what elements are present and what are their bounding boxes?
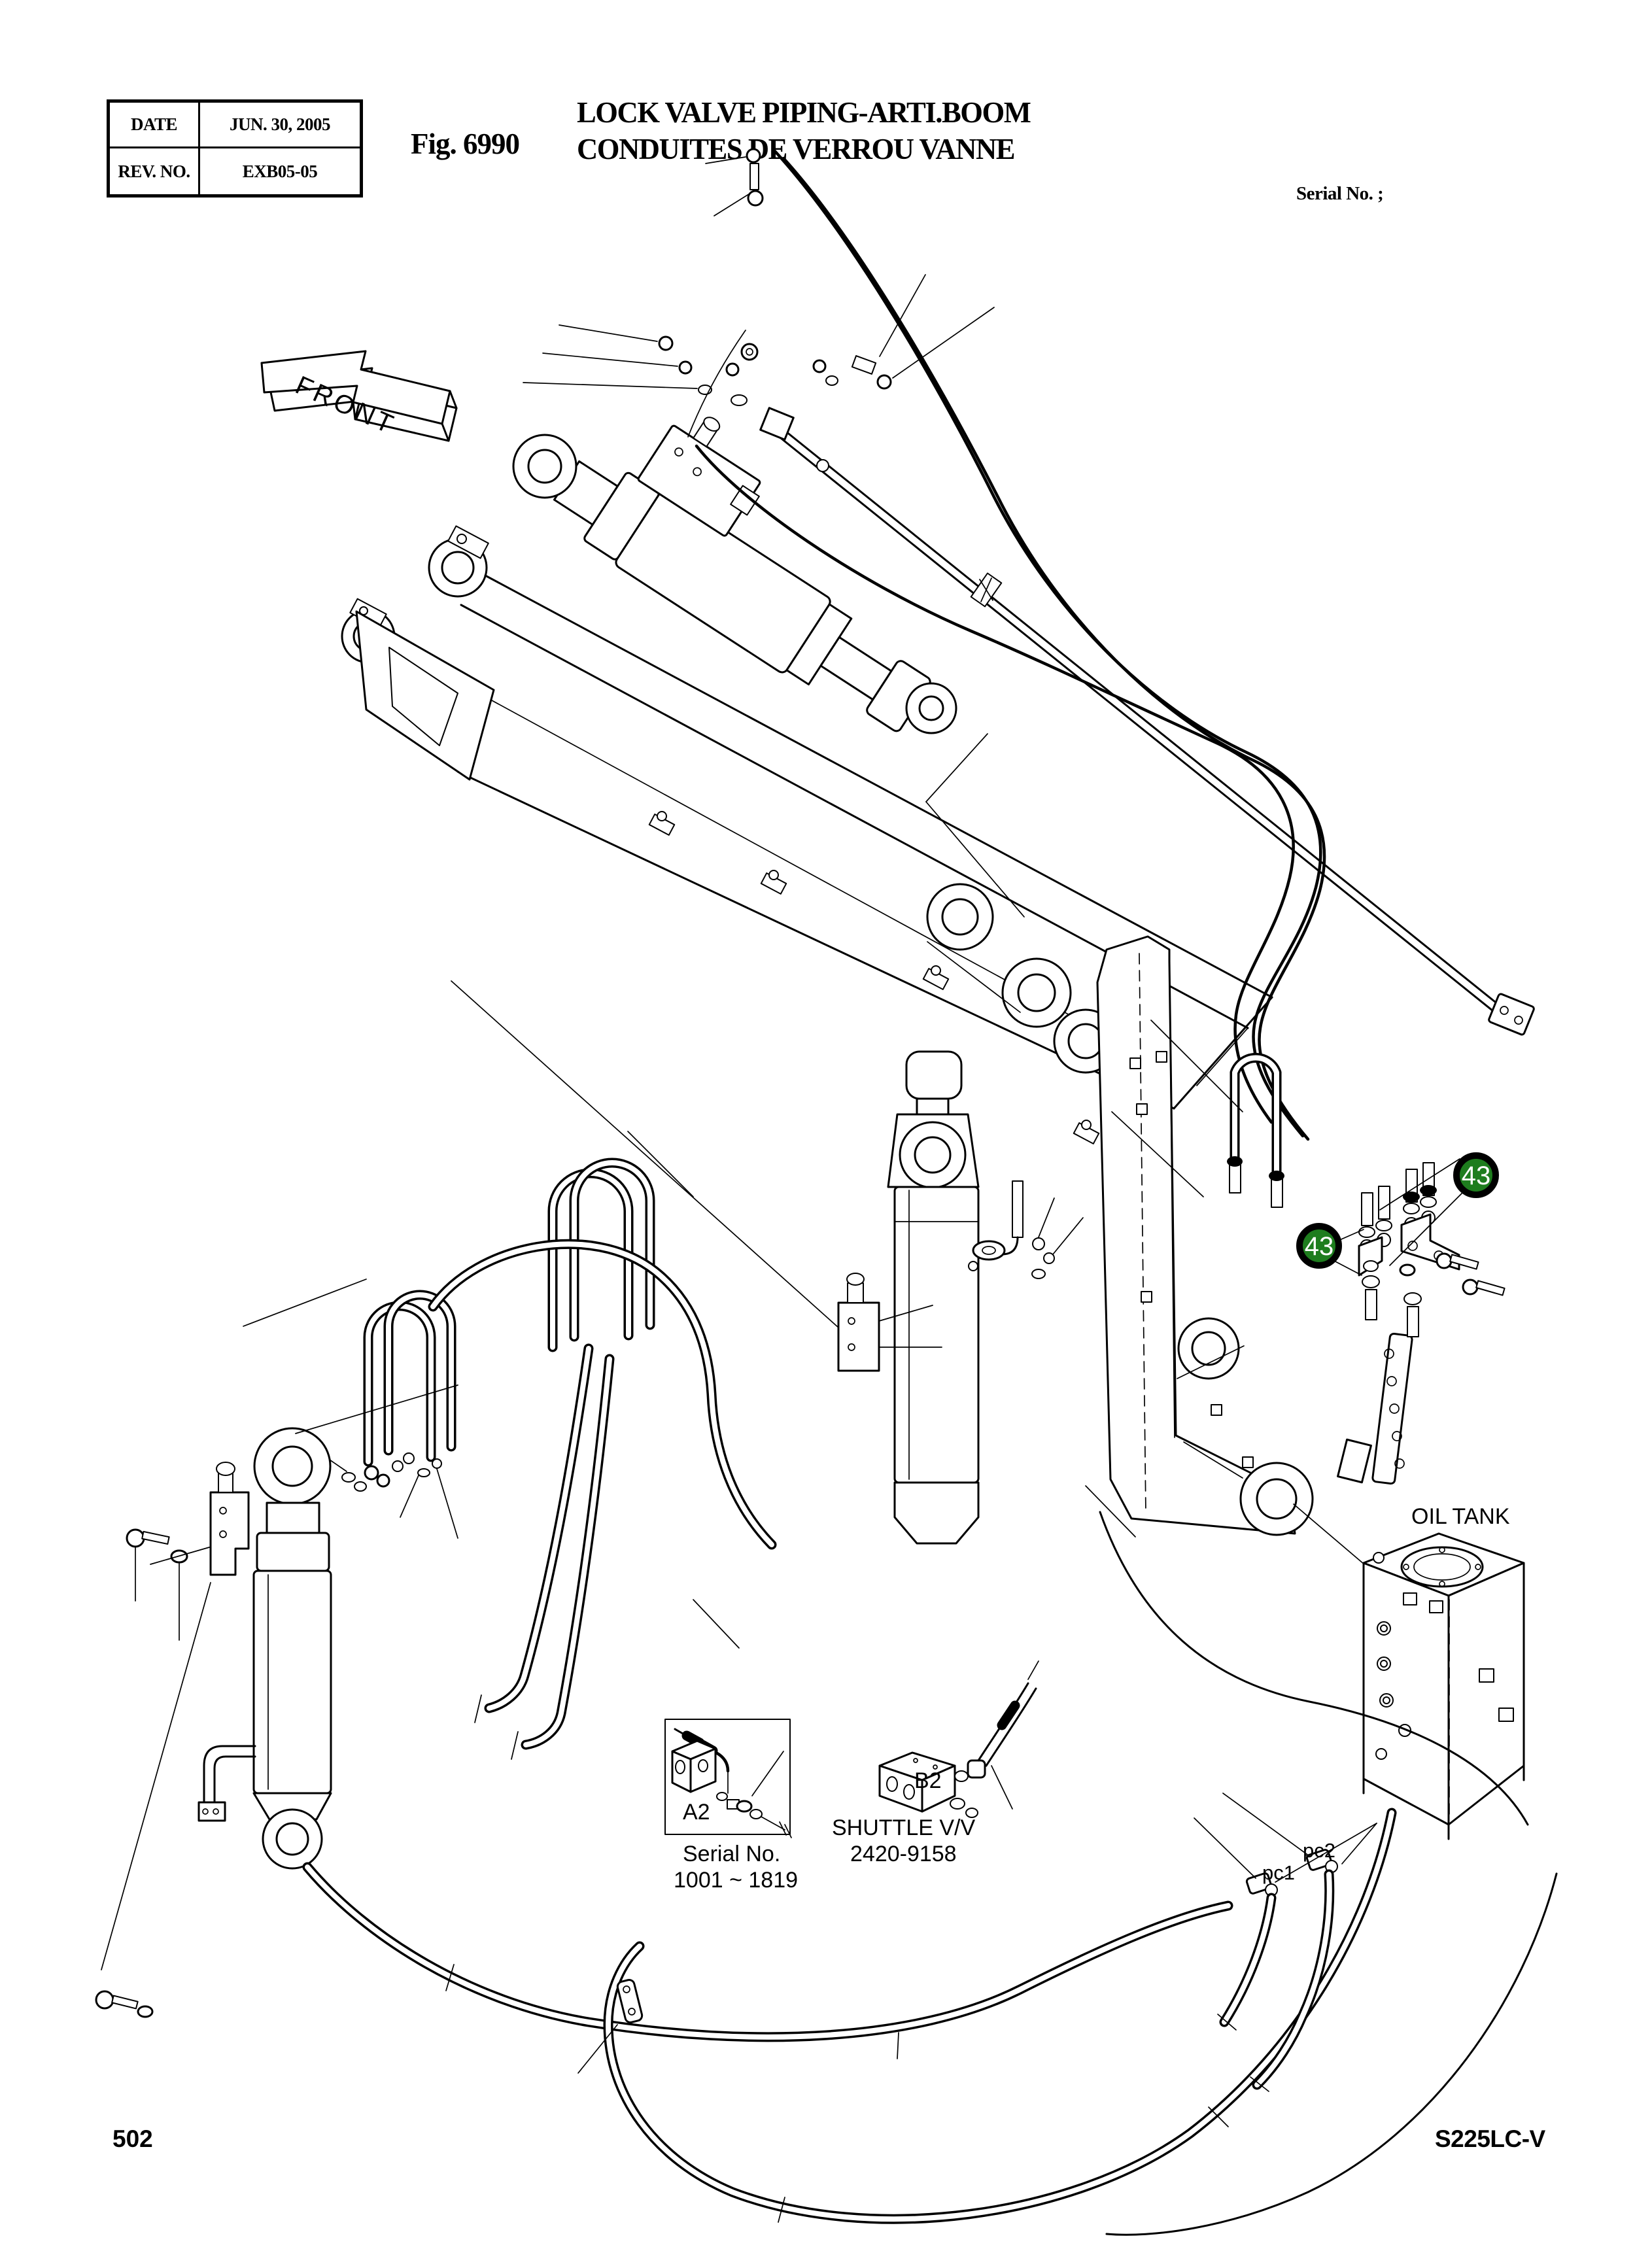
lock-valve-block-left [209,1462,250,1576]
revision-table: DATE JUN. 30, 2005 REV. NO. EXB05-05 [107,99,363,197]
page-title-line1: LOCK VALVE PIPING-ARTI.BOOM [577,95,1031,129]
pedestal [1096,935,1413,1536]
a2-inset: A2 Serial No. 1001 ~ 1819 [664,1719,798,1893]
serial-note: Serial No. ; [1296,183,1384,204]
boom-cylinder-middle [451,980,1084,1545]
bottom-left-bolt [95,1990,154,2018]
callout-43-right-circle [1453,1152,1499,1198]
leader-lines [243,733,1136,1649]
revision-table-label-date: DATE [110,103,200,148]
left-fittings-row [294,1435,458,1539]
revision-table-value-rev: EXB05-05 [242,161,318,181]
front-arrow: FRONT [260,350,458,442]
b2-label: B2 [914,1768,942,1793]
boom-foot-bosses [926,883,1118,1074]
u-loop-hoses [363,1158,777,1760]
callout-43-right-number: 43 [1462,1161,1491,1190]
page-title: LOCK VALVE PIPING-ARTI.BOOM CONDUITES DE… [577,94,1031,167]
model-code: S225LC-V [1435,2125,1545,2152]
revision-table-label-rev: REV. NO. [110,148,200,194]
lock-valve-block-top [637,417,761,537]
inset-serial-line1: Serial No. [683,1842,780,1866]
boom-cylinder-top [512,417,957,734]
oil-tank: OIL TANK [1293,1503,1525,1840]
shuttle-valve: B2 SHUTTLE V/V 2420-9158 [832,1660,1039,1866]
lock-valve-block-middle [837,1273,880,1372]
page-title-line2: CONDUITES DE VERROU VANNE [577,132,1015,165]
page-number: 502 [112,2125,153,2152]
a2-label: A2 [683,1800,710,1825]
perforated-strip [1337,1332,1413,1485]
top-fittings [523,148,995,406]
oil-tank-label: OIL TANK [1411,1504,1510,1529]
figure-number: Fig. 6990 [411,128,520,160]
boom-cylinder-left [101,1427,332,1970]
inset-serial-line2: 1001 ~ 1819 [674,1868,798,1893]
callout-43-left: 43 [1296,1223,1364,1276]
pc1-label: pc1 [1262,1861,1295,1884]
tie-rod [759,407,1535,1036]
callout-43-right: 43 [1379,1152,1499,1266]
callout-43-left-number: 43 [1305,1232,1334,1261]
shuttle-label-line2: 2420-9158 [850,1842,957,1866]
callout-43-left-circle [1296,1223,1342,1269]
pc-fittings: pc2 pc1 [1194,1793,1377,2092]
revision-table-value-date: JUN. 30, 2005 [200,103,360,148]
hose-bundle [687,147,1326,1141]
boom-arm [341,525,1273,1144]
shackle [905,682,957,734]
pc2-label: pc2 [1303,1839,1335,1862]
shuttle-label-line1: SHUTTLE V/V [832,1815,975,1840]
